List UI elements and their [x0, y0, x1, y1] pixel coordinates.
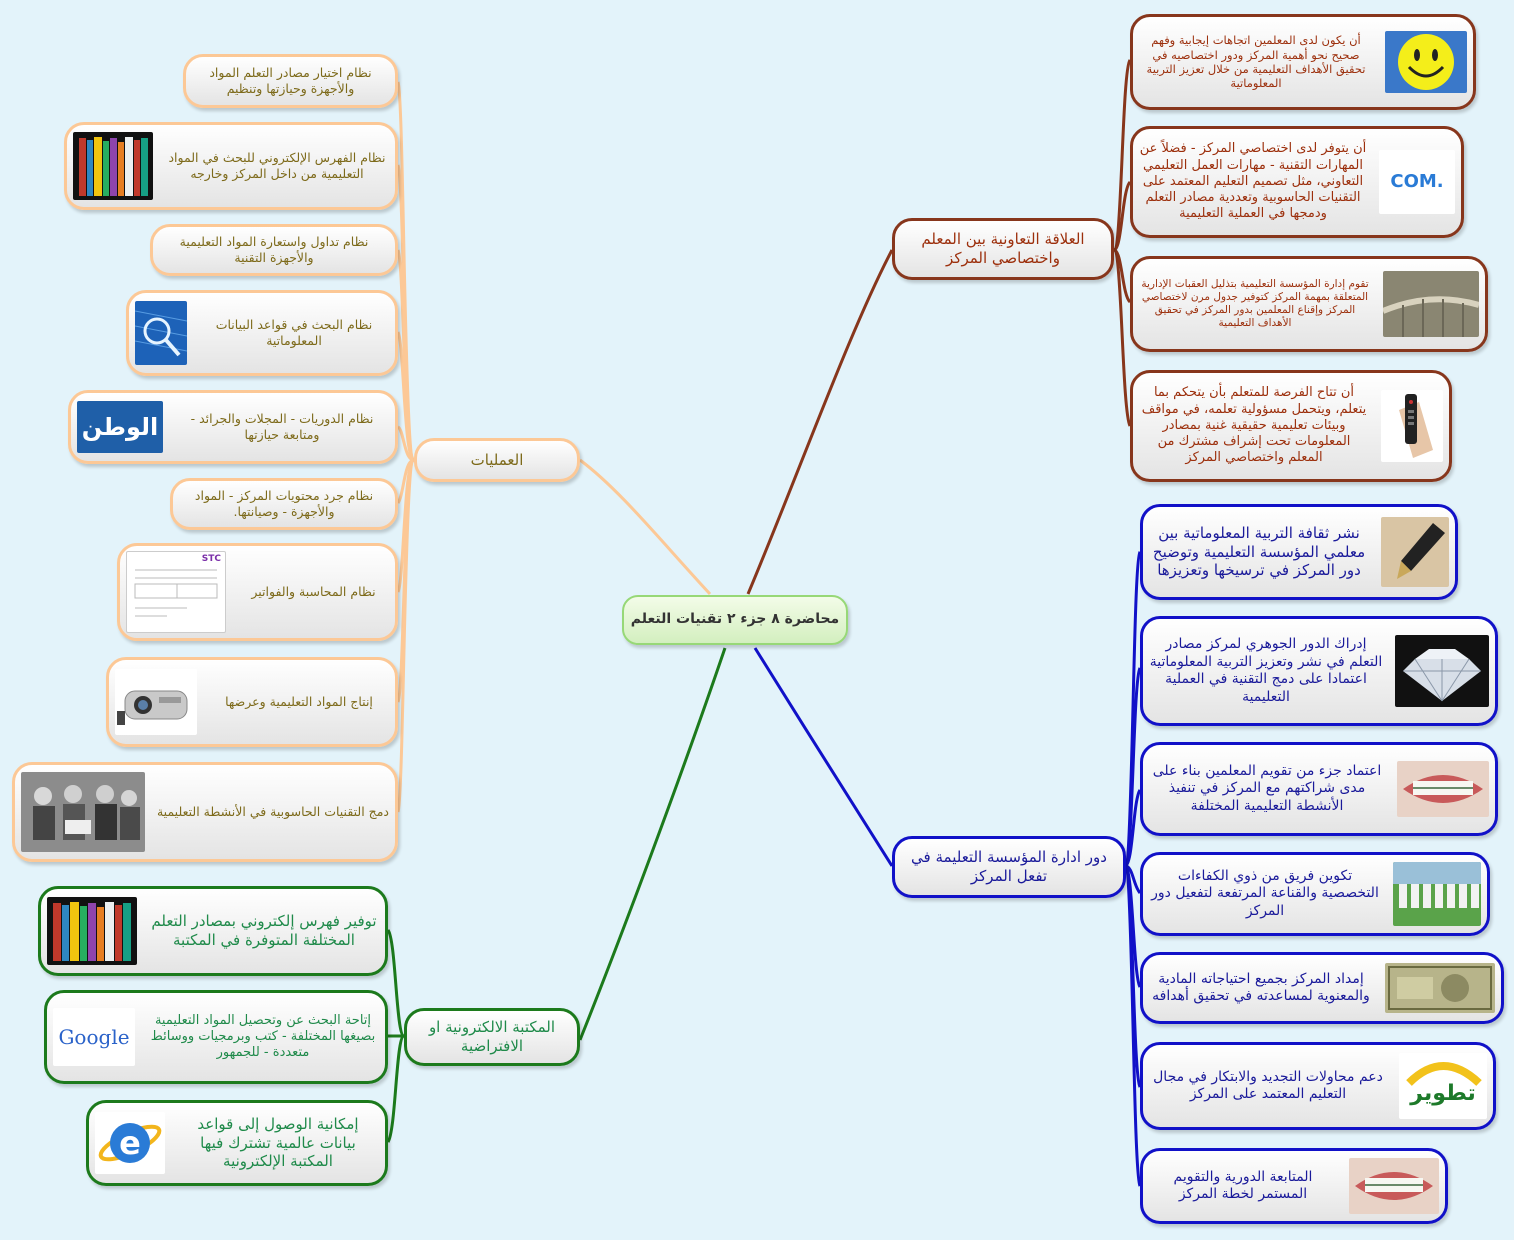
admin-item-label: تكوين فريق من ذوي الكفاءات التخصصية والق…	[1151, 867, 1379, 919]
dotcom-logo-text: .COM	[1390, 170, 1444, 192]
elibrary-item[interactable]: توفير فهرس إلكتروني بمصادر التعلم المختل…	[38, 886, 388, 976]
branch-elibrary-label: المكتبة الالكترونية او الافتراضية	[428, 1018, 556, 1055]
elibrary-item[interactable]: إمكانية الوصول إلى قواعد بيانات عالمية ت…	[86, 1100, 388, 1186]
admin-item[interactable]: إمداد المركز بجميع احتياجاته المادية وال…	[1140, 952, 1504, 1024]
banknote-icon	[1385, 963, 1495, 1013]
svg-text:e: e	[119, 1124, 141, 1162]
branch-elibrary[interactable]: المكتبة الالكترونية او الافتراضية	[404, 1008, 580, 1066]
cooperation-item[interactable]: .COM أن يتوفر لدى اختصاصي المركز - فضلاً…	[1130, 126, 1464, 238]
tatweer-logo-text: تطوير	[1410, 1081, 1476, 1107]
invoice-logo-text: STC	[201, 554, 221, 564]
elibrary-item[interactable]: إتاحة البحث عن وتحصيل المواد التعليمية ب…	[44, 990, 388, 1084]
teeth-braces-icon	[1397, 761, 1489, 817]
branch-operations[interactable]: العمليات	[414, 438, 580, 482]
cooperation-item[interactable]: أن تتاح الفرصة للمتعلم بأن يتحكم بما يتع…	[1130, 370, 1452, 482]
projector-icon	[115, 669, 197, 735]
link-root-cooperation	[746, 249, 894, 595]
link-root-elibrary	[578, 647, 727, 1041]
operations-item[interactable]: نظام تداول واستعارة المواد التعليمية وال…	[150, 224, 398, 276]
cooperation-links	[1112, 59, 1132, 427]
elibrary-links	[386, 929, 406, 1143]
admin-item[interactable]: اعتماد جزء من تقويم المعلمين بناء على مد…	[1140, 742, 1498, 836]
bridge-photo-icon	[1383, 271, 1479, 337]
operations-item[interactable]: نظام المحاسبة والفواتير STC	[117, 543, 398, 641]
admin-links	[1123, 551, 1142, 1187]
cooperation-item-label: أن يتوفر لدى اختصاصي المركز - فضلاً عن ا…	[1139, 141, 1367, 222]
operations-item[interactable]: نظام جرد محتويات المركز - المواد والأجهز…	[170, 478, 398, 530]
google-logo-icon: Google	[53, 1008, 135, 1066]
admin-item-label: إمداد المركز بجميع احتياجاته المادية وال…	[1152, 970, 1370, 1005]
elibrary-item-label: توفير فهرس إلكتروني بمصادر التعلم المختل…	[151, 912, 377, 949]
operations-item[interactable]: نظام الدوريات - المجلات والجرائد - ومتاب…	[68, 390, 398, 464]
teeth-braces-icon	[1349, 1158, 1439, 1214]
root-topic-label: محاضرة ٨ جزء ٢ تقنيات التعلم	[630, 611, 840, 628]
operations-item[interactable]: نظام اختيار مصادر التعلم المواد والأجهزة…	[183, 54, 398, 108]
cooperation-item-label: تقوم إدارة المؤسسة التعليمية بتذليل العق…	[1141, 277, 1369, 330]
branch-cooperation-label: العلاقة التعاونية بين المعلم واختصاصي ال…	[921, 230, 1085, 267]
alwatan-logo-icon: الوطن	[77, 401, 163, 453]
root-topic[interactable]: محاضرة ٨ جزء ٢ تقنيات التعلم	[622, 595, 848, 645]
tatweer-logo-icon: تطوير	[1399, 1053, 1487, 1119]
admin-item-label: دعم محاولات التجديد والابتكار في مجال ال…	[1153, 1068, 1383, 1103]
link-root-admin	[753, 647, 894, 867]
women-laptop-photo-icon	[21, 772, 145, 852]
operations-item-label: نظام اختيار مصادر التعلم المواد والأجهزة…	[209, 65, 372, 96]
operations-item[interactable]: نظام البحث في قواعد البيانات المعلوماتية	[126, 290, 398, 376]
operations-item-label: إنتاج المواد التعليمية وعرضها	[225, 694, 373, 710]
operations-item-label: نظام البحث في قواعد البيانات المعلوماتية	[215, 317, 373, 348]
branch-operations-label: العمليات	[470, 450, 524, 469]
google-logo-text: Google	[58, 1024, 130, 1049]
admin-item-label: المتابعة الدورية والتقويم المستمر لخطة ا…	[1173, 1168, 1313, 1203]
elibrary-item-label: إمكانية الوصول إلى قواعد بيانات عالمية ت…	[197, 1114, 359, 1171]
operations-item-label: نظام الفهرس الإلكتروني للبحث في المواد ا…	[168, 150, 386, 181]
admin-item[interactable]: تطوير دعم محاولات التجديد والابتكار في م…	[1140, 1042, 1496, 1130]
magnifier-icon	[135, 301, 187, 365]
smiley-icon	[1385, 31, 1467, 93]
operations-item-label: دمج التقنيات الحاسوبية في الأنشطة التعلي…	[156, 804, 389, 820]
books-icon	[47, 897, 137, 965]
cooperation-item-label: أن تتاح الفرصة للمتعلم بأن يتحكم بما يتع…	[1141, 385, 1367, 466]
elibrary-item-label: إتاحة البحث عن وتحصيل المواد التعليمية ب…	[150, 1012, 376, 1061]
branch-admin-label: دور ادارة المؤسسة التعليمة في تفعل المرك…	[911, 848, 1107, 885]
admin-item-label: نشر ثقافة التربية المعلوماتية بين معلمي …	[1152, 523, 1366, 580]
internet-explorer-icon: e	[95, 1112, 165, 1174]
invoice-icon: STC	[126, 551, 226, 633]
operations-item-label: نظام الدوريات - المجلات والجرائد - ومتاب…	[190, 411, 374, 442]
admin-item[interactable]: تكوين فريق من ذوي الكفاءات التخصصية والق…	[1140, 852, 1490, 936]
operations-item-label: نظام جرد محتويات المركز - المواد والأجهز…	[194, 488, 374, 519]
admin-item-label: إدراك الدور الجوهري لمركز مصادر التعلم ف…	[1149, 636, 1383, 705]
admin-item-label: اعتماد جزء من تقويم المعلمين بناء على مد…	[1152, 762, 1382, 814]
dotcom-team-icon: .COM	[1379, 150, 1455, 214]
cooperation-item-label: أن يكون لدى المعلمين اتجاهات إيجابية وفه…	[1146, 33, 1366, 91]
fountain-pen-icon	[1381, 517, 1449, 587]
team-photo-icon	[1393, 862, 1481, 926]
admin-item[interactable]: إدراك الدور الجوهري لمركز مصادر التعلم ف…	[1140, 616, 1498, 726]
alwatan-logo-text: الوطن	[81, 413, 159, 441]
branch-cooperation[interactable]: العلاقة التعاونية بين المعلم واختصاصي ال…	[892, 218, 1114, 280]
admin-item[interactable]: المتابعة الدورية والتقويم المستمر لخطة ا…	[1140, 1148, 1448, 1224]
books-icon	[73, 132, 153, 200]
operations-item[interactable]: دمج التقنيات الحاسوبية في الأنشطة التعلي…	[12, 762, 398, 862]
operations-item[interactable]: نظام الفهرس الإلكتروني للبحث في المواد ا…	[64, 122, 398, 210]
cooperation-item[interactable]: أن يكون لدى المعلمين اتجاهات إيجابية وفه…	[1130, 14, 1476, 110]
operations-item-label: نظام تداول واستعارة المواد التعليمية وال…	[179, 234, 369, 265]
link-root-operations	[579, 458, 712, 596]
remote-control-icon	[1381, 390, 1443, 462]
cooperation-item[interactable]: تقوم إدارة المؤسسة التعليمية بتذليل العق…	[1130, 256, 1488, 352]
branch-admin[interactable]: دور ادارة المؤسسة التعليمة في تفعل المرك…	[892, 836, 1126, 898]
operations-links	[396, 81, 416, 813]
diamond-icon	[1395, 635, 1489, 707]
operations-item-label: نظام المحاسبة والفواتير	[251, 584, 376, 600]
admin-item[interactable]: نشر ثقافة التربية المعلوماتية بين معلمي …	[1140, 504, 1458, 600]
operations-item[interactable]: إنتاج المواد التعليمية وعرضها	[106, 657, 398, 747]
